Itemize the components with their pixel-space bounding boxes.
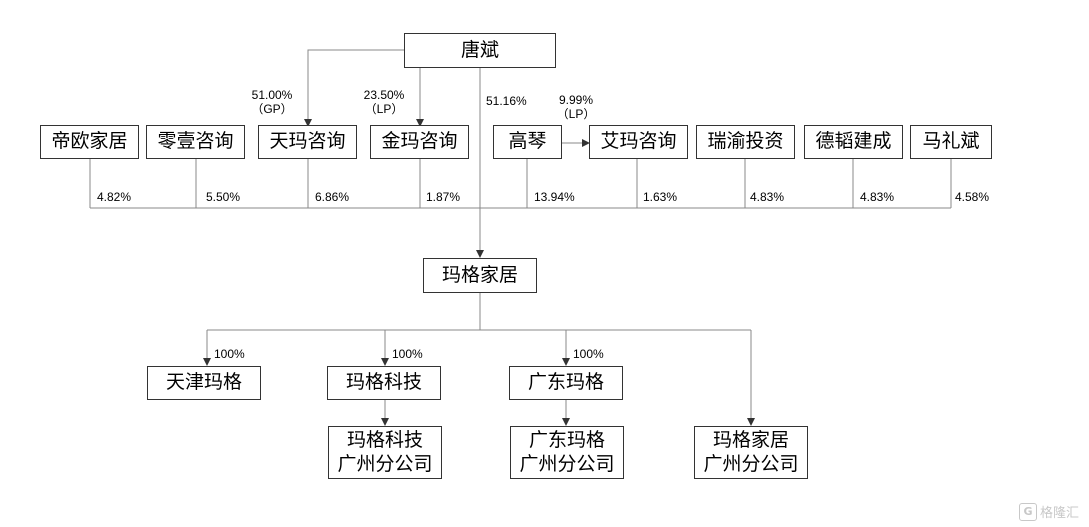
- label-gaoqin-aima: 9.99% （LP）: [556, 93, 596, 121]
- node-mage: 玛格家居: [423, 258, 537, 293]
- label-tangbin-tianma: 51.00% （GP）: [251, 88, 293, 116]
- label-tangbin-mage: 51.16%: [486, 94, 527, 108]
- node-aima: 艾玛咨询: [589, 125, 688, 159]
- label-detao-mage: 4.83%: [860, 190, 895, 204]
- node-ruiyu: 瑞渝投资: [696, 125, 795, 159]
- node-tech: 玛格科技: [327, 366, 441, 400]
- node-jinma: 金玛咨询: [370, 125, 469, 159]
- node-tianjin: 天津玛格: [147, 366, 261, 400]
- label-lingyi-mage: 5.50%: [206, 190, 241, 204]
- edge-tangbin-tianma: [304, 49, 404, 127]
- label-mage-tech: 100%: [392, 347, 423, 361]
- node-tangbin: 唐斌: [404, 33, 556, 68]
- node-diou: 帝欧家居: [40, 125, 139, 159]
- watermark-text: 格隆汇: [1039, 506, 1079, 521]
- label-malibin-mage: 4.58%: [955, 190, 990, 204]
- label-aima-mage: 1.63%: [643, 190, 678, 204]
- node-malibin: 马礼斌: [910, 125, 992, 159]
- node-lingyi: 零壹咨询: [146, 125, 245, 159]
- label-gaoqin-mage: 13.94%: [534, 190, 575, 204]
- label-tangbin-jinma: 23.50% （LP）: [363, 88, 405, 116]
- label-tianma-mage: 6.86%: [315, 190, 350, 204]
- label-diou-mage: 4.82%: [97, 190, 132, 204]
- node-tianma: 天玛咨询: [258, 125, 357, 159]
- node-tech-gz: 玛格科技 广州分公司: [328, 426, 442, 479]
- label-mage-guangdong: 100%: [573, 347, 604, 361]
- label-mage-tianjin: 100%: [214, 347, 245, 361]
- node-gd-gz: 广东玛格 广州分公司: [510, 426, 624, 479]
- watermark: G 格隆汇: [1018, 502, 1079, 521]
- label-ruiyu-mage: 4.83%: [750, 190, 785, 204]
- watermark-logo-icon: G: [1018, 502, 1037, 521]
- node-gaoqin: 高琴: [493, 125, 562, 159]
- node-mage-gz: 玛格家居 广州分公司: [694, 426, 808, 479]
- node-detao: 德韬建成: [804, 125, 903, 159]
- label-jinma-mage: 1.87%: [426, 190, 461, 204]
- node-guangdong: 广东玛格: [509, 366, 623, 400]
